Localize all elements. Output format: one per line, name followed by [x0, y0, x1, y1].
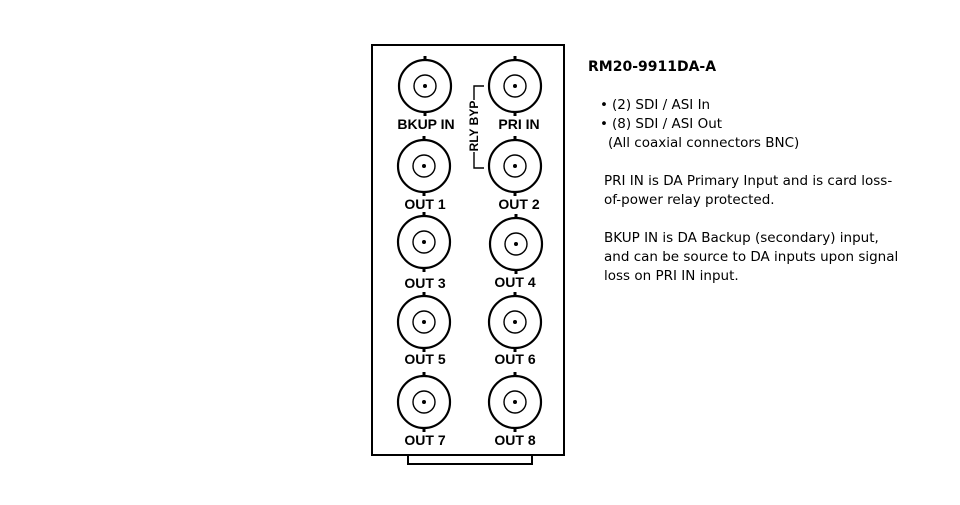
bnc-bayonet-stud: [422, 268, 426, 272]
bnc-inner-ring: [412, 390, 436, 414]
connector-label-out-5: OUT 5: [404, 351, 445, 367]
bnc-connector-out-5: OUT 5: [396, 292, 452, 367]
bnc-connector-out-3: OUT 3: [396, 212, 452, 291]
connector-label-bkup-in: BKUP IN: [397, 116, 454, 132]
bnc-connector-out-4: OUT 4: [488, 214, 544, 290]
bnc-center-pin: [422, 240, 426, 244]
bnc-bayonet-stud: [513, 56, 517, 60]
bnc-bayonet-stud: [423, 112, 427, 116]
bnc-bayonet-stud: [422, 348, 426, 352]
feature-item-outputs: (8) SDI / ASI Out: [600, 115, 948, 134]
bnc-bayonet-stud: [514, 214, 518, 218]
bnc-bayonet-stud: [422, 192, 426, 196]
bnc-connector-out-1: OUT 1: [396, 136, 452, 212]
bnc-center-pin: [423, 84, 427, 88]
bnc-inner-ring: [503, 154, 527, 178]
connector-note: (All coaxial connectors BNC): [608, 135, 800, 151]
bnc-inner-ring: [413, 74, 437, 98]
bnc-center-pin: [513, 320, 517, 324]
bnc-bayonet-stud: [513, 112, 517, 116]
bnc-connector-out-8: OUT 8: [487, 372, 543, 448]
bnc-bayonet-stud: [422, 372, 426, 376]
primary-input-description: PRI IN is DA Primary Input and is card l…: [604, 173, 893, 208]
bnc-bayonet-stud: [513, 348, 517, 352]
bnc-center-pin: [422, 164, 426, 168]
bnc-bayonet-stud: [422, 136, 426, 140]
bnc-bayonet-stud: [513, 136, 517, 140]
bnc-center-pin: [513, 400, 517, 404]
connector-label-out-6: OUT 6: [494, 351, 535, 367]
feature-item-inputs: (2) SDI / ASI In: [600, 96, 948, 115]
bnc-bayonet-stud: [422, 428, 426, 432]
bnc-bayonet-stud: [422, 292, 426, 296]
connector-label-out-7: OUT 7: [404, 432, 445, 448]
bnc-inner-ring: [412, 310, 436, 334]
bnc-inner-ring: [412, 230, 436, 254]
connector-label-out-3: OUT 3: [404, 275, 445, 291]
bnc-inner-ring: [504, 232, 528, 256]
bnc-inner-ring: [503, 74, 527, 98]
bnc-connector-bkup-in: BKUP IN: [397, 56, 455, 132]
bnc-bayonet-stud: [513, 372, 517, 376]
bnc-center-pin: [514, 242, 518, 246]
connector-label-out-1: OUT 1: [404, 196, 445, 212]
connector-label-pri-in: PRI IN: [498, 116, 539, 132]
model-number: RM20-9911DA-A: [588, 59, 717, 75]
bnc-bayonet-stud: [514, 270, 518, 274]
bnc-center-pin: [422, 400, 426, 404]
feature-list: (2) SDI / ASI In (8) SDI / ASI Out: [588, 96, 948, 134]
bnc-inner-ring: [503, 390, 527, 414]
bnc-bayonet-stud: [513, 292, 517, 296]
bnc-bayonet-stud: [422, 212, 426, 216]
connector-label-out-2: OUT 2: [498, 196, 539, 212]
bnc-connector-out-2: OUT 2: [487, 136, 543, 212]
backup-input-description: BKUP IN is DA Backup (secondary) input, …: [604, 230, 899, 284]
bnc-connector-out-7: OUT 7: [396, 372, 452, 448]
bnc-bayonet-stud: [513, 192, 517, 196]
connector-label-out-8: OUT 8: [494, 432, 535, 448]
bnc-bayonet-stud: [513, 428, 517, 432]
bnc-center-pin: [513, 84, 517, 88]
bnc-inner-ring: [412, 154, 436, 178]
bnc-bayonet-stud: [423, 56, 427, 60]
panel-bottom-tab: [407, 455, 533, 465]
bnc-connector-pri-in: PRI IN: [487, 56, 543, 132]
module-info: RM20-9911DA-A (2) SDI / ASI In (8) SDI /…: [588, 58, 948, 286]
bnc-center-pin: [513, 164, 517, 168]
relay-bypass-label: RLY BYP: [467, 101, 481, 152]
bnc-inner-ring: [503, 310, 527, 334]
connector-label-out-4: OUT 4: [494, 274, 535, 290]
bnc-connector-out-6: OUT 6: [487, 292, 543, 367]
bnc-center-pin: [422, 320, 426, 324]
